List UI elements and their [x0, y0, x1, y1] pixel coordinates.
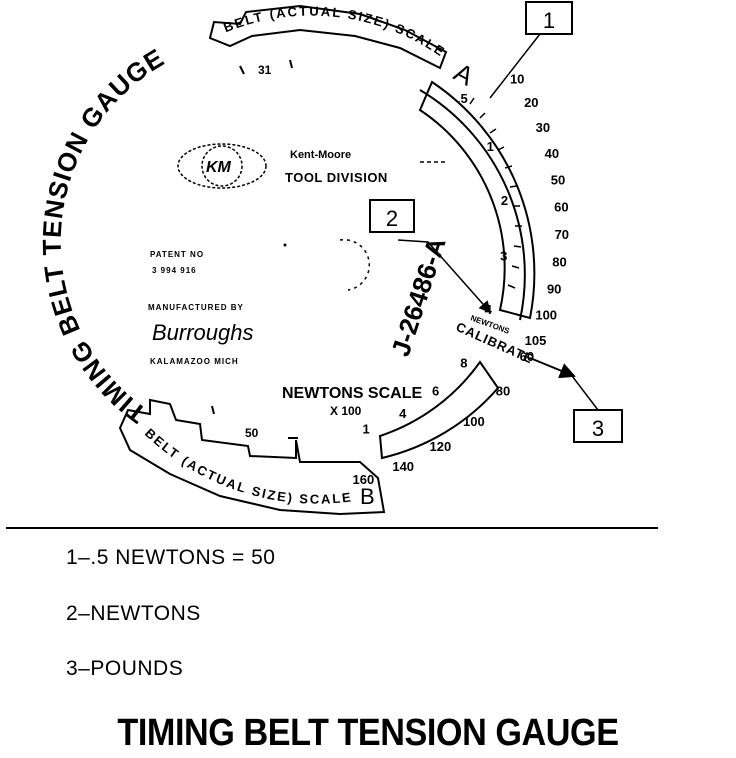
callout-2-leader — [397, 239, 491, 314]
outer_ticks-tick-8: 90 — [547, 281, 561, 296]
inner_ticks-tick-1: 1 — [487, 139, 494, 154]
brand-line-2: TOOL DIVISION — [285, 170, 388, 185]
lower_outer_ticks-tick-0: 60 — [520, 349, 534, 364]
outer_ticks-tick-10: 105 — [525, 333, 547, 348]
lower_inner_ticks-tick-1: 4 — [399, 406, 407, 421]
lower-outer-tick-labels: 60 80 100 120 140 160 — [353, 349, 535, 487]
newtons-scale-label: NEWTONS SCALE — [282, 385, 422, 402]
callout-3-arrow — [529, 357, 576, 379]
outer_ticks-tick-0: 10 — [510, 72, 524, 87]
gauge-outer-edge — [419, 89, 526, 321]
scale-a-number: 31 — [258, 63, 272, 77]
maker-city: KALAMAZOO MICH — [150, 357, 239, 366]
scale-b-band — [118, 398, 386, 516]
lower-scale-strip — [378, 360, 500, 460]
brand-line-1: Kent-Moore — [290, 149, 351, 161]
outer_ticks-tick-2: 30 — [536, 120, 550, 135]
lower_outer_ticks-tick-3: 120 — [430, 439, 452, 454]
lower_inner_ticks-tick-0: 1 — [362, 422, 369, 437]
inner-tick-marks — [469, 97, 522, 289]
figure-caption: TIMING BELT TENSION GAUGE — [117, 712, 619, 754]
scale-a-textpath: BELT (ACTUAL SIZE) SCALE — [221, 4, 446, 60]
scale-b-number: 50 — [245, 426, 259, 440]
scale-b-letter: B — [360, 484, 375, 509]
outer_ticks-tick-5: 60 — [554, 200, 568, 215]
callout-3-label: 3 — [592, 416, 604, 441]
kent-moore-logo: KM — [177, 143, 267, 189]
manufactured-label: MANUFACTURED BY — [148, 303, 244, 312]
lower_inner_ticks-tick-2: 6 — [432, 384, 439, 399]
legend-item-1: 1–.5 NEWTONS = 50 — [66, 546, 276, 569]
part-number: J-26486-A — [385, 234, 452, 360]
outer_ticks-tick-6: 70 — [555, 227, 569, 242]
divider-rule — [6, 527, 658, 529]
patent-number: 3 994 916 — [152, 266, 197, 275]
newtons-scale-mult: X 100 — [330, 404, 362, 418]
ring-title: TIMING BELT TENSION GAUGE — [37, 42, 170, 429]
scale-a-text: BELT (ACTUAL SIZE) SCALE — [221, 4, 448, 60]
lower-inner-tick-labels: 1 4 6 8 — [362, 356, 467, 437]
outer_ticks-tick-1: 20 — [524, 95, 538, 110]
legend-item-3: 3–POUNDS — [66, 657, 184, 680]
callout-2-label: 2 — [386, 206, 398, 231]
outer_ticks-tick-4: 50 — [551, 173, 565, 188]
lower_outer_ticks-tick-4: 140 — [392, 459, 414, 474]
inner_ticks-tick-3: 3 — [500, 248, 507, 263]
legend-item-2: 2–NEWTONS — [66, 602, 201, 625]
outer_ticks-tick-7: 80 — [552, 255, 566, 270]
lower_outer_ticks-tick-5: 160 — [353, 472, 375, 487]
callout-1-leader — [489, 33, 541, 99]
ring-title-text: TIMING BELT TENSION GAUGE — [37, 42, 169, 429]
lower_inner_ticks-tick-3: 8 — [460, 356, 467, 371]
lower_outer_ticks-tick-1: 80 — [496, 384, 510, 399]
gauge-figure: TIMING BELT TENSION GAUGE BELT (ACTUAL S… — [37, 1, 623, 516]
scale-a-band — [208, 4, 448, 70]
outer_ticks-tick-9: 100 — [535, 308, 557, 323]
lower_outer_ticks-tick-2: 100 — [463, 414, 485, 429]
callout-1-label: 1 — [543, 8, 555, 33]
maker-name: Burroughs — [152, 320, 254, 345]
callout-2-box — [369, 199, 415, 233]
newtons-scale-strip — [418, 80, 536, 320]
inner_ticks-tick-0: .5 — [457, 91, 468, 106]
svg-text:KM: KM — [206, 159, 232, 176]
scale-a-letter: A — [449, 57, 479, 92]
callout-1-box — [525, 1, 573, 35]
outer_ticks-tick-3: 40 — [545, 146, 559, 161]
inner_ticks-tick-2: 2 — [501, 193, 508, 208]
patent-label: PATENT NO — [150, 250, 204, 259]
